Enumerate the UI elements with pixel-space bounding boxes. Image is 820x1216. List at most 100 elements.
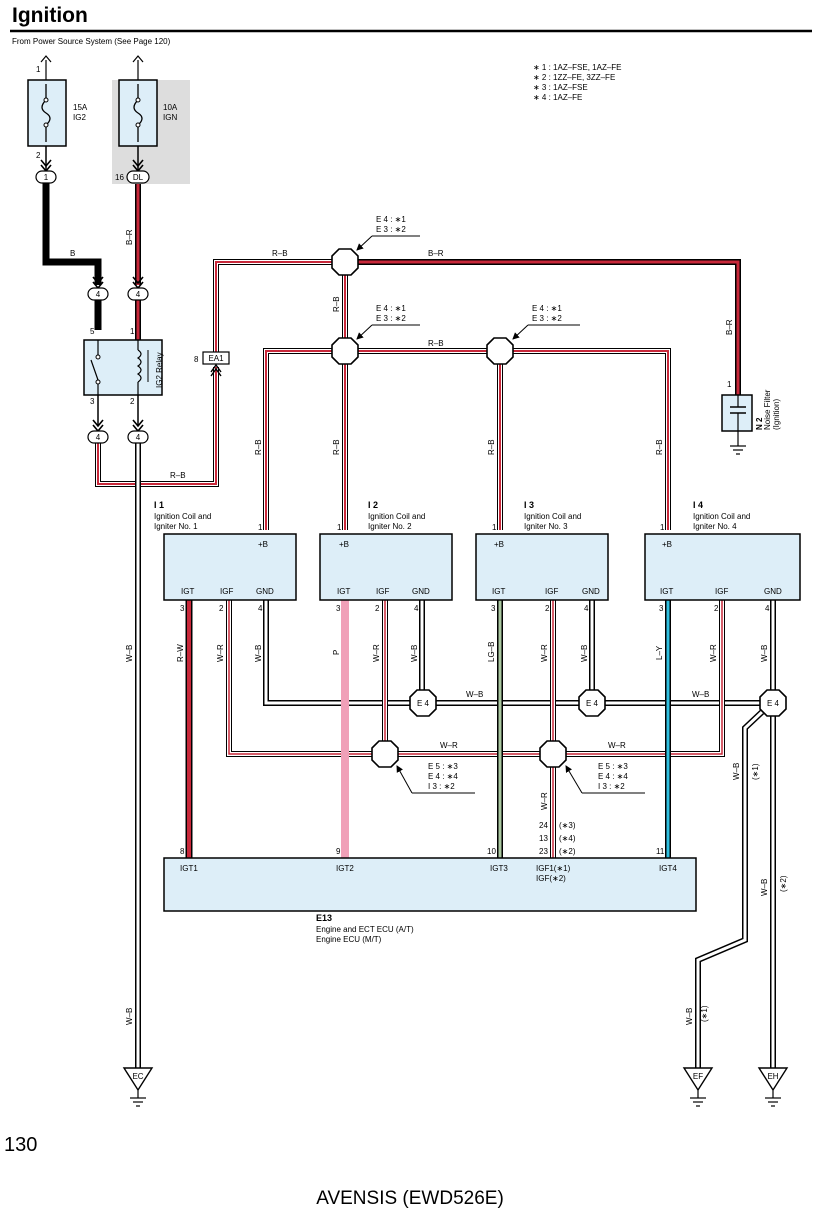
legend-item: ∗ 2 : 1ZZ–FE, 3ZZ–FE	[533, 73, 615, 82]
fuse-name: IG2	[73, 113, 86, 122]
pin-label: 1	[727, 380, 732, 389]
connector-label: 4	[136, 290, 141, 299]
document-footer: AVENSIS (EWD526E)	[316, 1188, 504, 1209]
page-title: Ignition	[12, 4, 88, 27]
wire-label: W–B	[410, 645, 419, 662]
pin-label: 5	[90, 327, 95, 336]
ground-ef: EF	[682, 1067, 714, 1107]
wire-label: R–B	[272, 249, 288, 258]
coil-i3: I 3 Ignition Coil and Igniter No. 3 1 +B…	[475, 500, 609, 613]
wire-rb	[263, 348, 671, 530]
terminal-label: +B	[662, 540, 672, 549]
terminal-label: IGF	[220, 587, 233, 596]
ground-note: (∗1)	[700, 1005, 709, 1022]
pin-label: 11	[656, 847, 665, 856]
wire-label: W–B	[692, 690, 709, 699]
wire-label: W–B	[254, 645, 263, 662]
pin-label: 8	[180, 847, 185, 856]
terminal-label: +B	[258, 540, 268, 549]
wire-label: W–B	[760, 879, 769, 896]
terminal-label: IGT	[492, 587, 505, 596]
terminal-label: GND	[412, 587, 430, 596]
ground-eh: EH	[757, 1067, 789, 1107]
pin-label: 1	[130, 327, 135, 336]
wire-label: W–B	[580, 645, 589, 662]
pin-label: 2	[36, 151, 41, 160]
wire-rb	[95, 367, 219, 487]
pin-label: 1	[258, 523, 263, 532]
wire-br	[358, 259, 741, 395]
pin-label: 2	[219, 604, 224, 613]
junction-note: E 3 : ∗2	[376, 225, 406, 234]
pin-label: 1	[36, 65, 41, 74]
terminal-label: +B	[339, 540, 349, 549]
connector-label: 4	[96, 433, 101, 442]
component-name: Engine and ECT ECU (A/T)	[316, 925, 414, 934]
pin-label: 13	[539, 834, 548, 843]
junction-note: E 5 : ∗3	[598, 762, 628, 771]
wire-label: R–B	[487, 439, 496, 455]
wire-label: W–R	[709, 644, 718, 662]
component-name: Igniter No. 3	[524, 522, 568, 531]
ground-ec: EC	[122, 1067, 154, 1107]
legend-item: ∗ 4 : 1AZ–FE	[533, 93, 582, 102]
wire-label: W–B	[466, 690, 483, 699]
ground-note: (∗2)	[779, 875, 788, 892]
ground-note: (∗1)	[751, 763, 760, 780]
terminal-label: IGF(∗2)	[536, 874, 566, 883]
pin-label: 1	[660, 523, 665, 532]
wire-rb	[213, 259, 332, 352]
junction-label: E 4	[586, 699, 599, 708]
pin-label: 3	[180, 604, 185, 613]
fuse-rating: 15A	[73, 103, 88, 112]
pin-label: 2	[545, 604, 550, 613]
pin-label: 10	[487, 847, 496, 856]
wires	[42, 178, 776, 1070]
terminal-label: IGF	[376, 587, 389, 596]
component-name: Igniter No. 1	[154, 522, 198, 531]
terminal-label: IGT2	[336, 864, 354, 873]
terminal-label: IGT3	[490, 864, 508, 873]
junction-note: E 5 : ∗3	[428, 762, 458, 771]
component-code: N 2	[755, 417, 764, 430]
terminal-label: GND	[256, 587, 274, 596]
terminal-label: IGF	[715, 587, 728, 596]
junction-note: E 4 : ∗4	[428, 772, 458, 781]
relay-input-connectors: 4 4	[87, 276, 149, 301]
component-name: Ignition Coil and	[524, 512, 581, 521]
ground-label: EF	[693, 1072, 703, 1081]
pin-label: 8	[194, 355, 199, 364]
junction-note: E 4 : ∗4	[598, 772, 628, 781]
fuse-rating: 10A	[163, 103, 178, 112]
pin-label: 4	[414, 604, 419, 613]
relay-name: IG2 Relay	[155, 352, 164, 388]
ground-label: EC	[132, 1072, 143, 1081]
terminal-label: IGT1	[180, 864, 198, 873]
fuse-ig2: 1 15A IG2 2 1	[27, 55, 88, 184]
wire-label: R–W	[176, 644, 185, 662]
pin-label: 3	[491, 604, 496, 613]
wire-label: W–R	[608, 741, 626, 750]
wire-label: B	[70, 249, 75, 258]
wire-label: W–R	[372, 644, 381, 662]
ground-junctions: E 4 E 4 E 4	[409, 689, 787, 717]
wire-label: LG–B	[487, 642, 496, 662]
wire-label: R–B	[428, 339, 444, 348]
ig2-relay: 5 1 3 2 IG2 Relay	[83, 327, 164, 406]
pin-label: 3	[90, 397, 95, 406]
fuse-name: IGN	[163, 113, 177, 122]
component-name: Igniter No. 4	[693, 522, 737, 531]
wire-label: W–B	[125, 645, 134, 662]
wire-label: R–B	[332, 296, 341, 312]
wire-label: P	[332, 650, 341, 655]
coil-wire-labels: W–B R–W W–R W–B P W–R W–B LG–B W–R W–B L…	[125, 642, 788, 1025]
wire-label: W–R	[216, 644, 225, 662]
pin-note: (∗4)	[559, 834, 576, 843]
legend-item: ∗ 3 : 1AZ–FSE	[533, 83, 588, 92]
pin-label: 9	[336, 847, 341, 856]
wire-label: W–R	[540, 644, 549, 662]
terminal-label: IGT	[660, 587, 673, 596]
pin-label: 3	[336, 604, 341, 613]
pin-note: (∗3)	[559, 821, 576, 830]
